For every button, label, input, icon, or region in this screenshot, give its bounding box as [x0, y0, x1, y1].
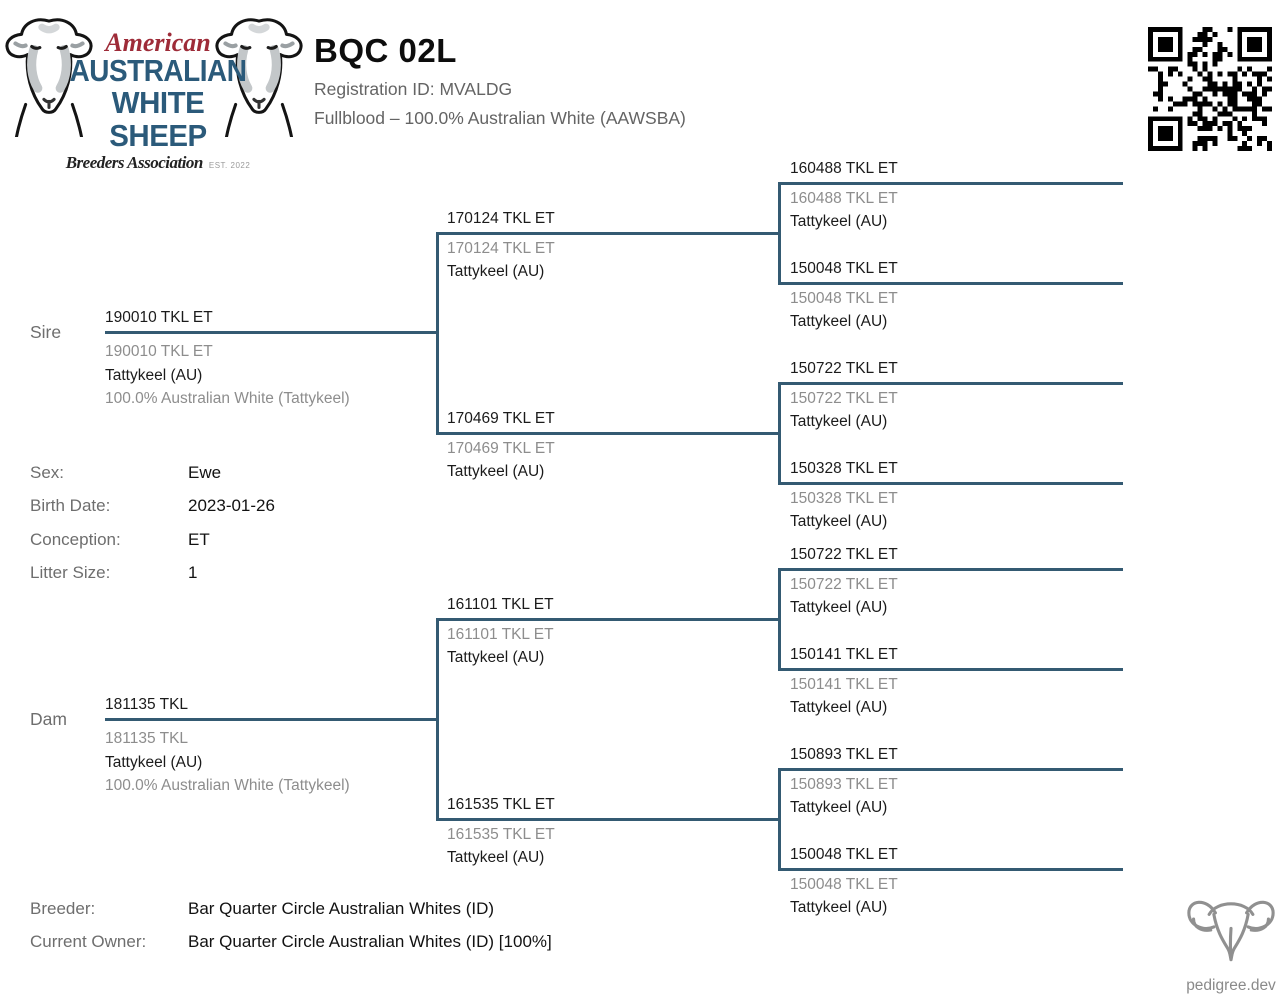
animal-reg: 150048 TKL ET — [790, 290, 898, 307]
breed-purity-line: Fullblood – 100.0% Australian White (AAW… — [314, 108, 686, 128]
animal-info-panel: Sex: Ewe Birth Date: 2023-01-26 Concepti… — [30, 463, 275, 597]
registration-id: Registration ID: MVALDG — [314, 79, 513, 99]
pedigree-branch-line — [781, 768, 1123, 771]
animal-flock: Tattykeel (AU) — [790, 312, 888, 330]
animal-reg: 160488 TKL ET — [790, 190, 898, 207]
animal-reg: 150048 TKL ET — [790, 876, 898, 893]
animal-flock: Tattykeel (AU) — [105, 753, 203, 771]
animal-flock: Tattykeel (AU) — [447, 648, 545, 666]
animal-reg: 150893 TKL ET — [790, 776, 898, 793]
pedigree-branch-line — [105, 718, 438, 721]
pedigree-dev-logo-icon — [1187, 900, 1275, 962]
association-logo-text: American AUSTRALIAN WHITE SHEEP Breeders… — [58, 29, 258, 175]
pedigree-branch-line — [781, 482, 1123, 485]
animal-name: 150722 TKL ET — [790, 546, 898, 563]
animal-flock: Tattykeel (AU) — [790, 212, 888, 230]
logo-word-australian: AUSTRALIAN — [69, 53, 247, 88]
logo-word-american: American — [105, 28, 211, 57]
pedigree-branch-line — [781, 668, 1123, 671]
pedigree-branch-line — [781, 382, 1123, 385]
animal-name: 181135 TKL — [105, 696, 189, 713]
animal-name: 170124 TKL ET — [447, 210, 555, 227]
pedigree-branch-line — [438, 618, 781, 621]
animal-purity: 100.0% Australian White (Tattykeel) — [105, 777, 350, 794]
pedigree-branch-line — [105, 331, 438, 334]
info-value-conception: ET — [188, 529, 210, 549]
info-label-litter-size: Litter Size: — [30, 563, 111, 583]
animal-name: 150048 TKL ET — [790, 260, 898, 277]
animal-reg: 170124 TKL ET — [447, 240, 555, 257]
pedigree-branch-line — [781, 182, 1123, 185]
animal-flock: Tattykeel (AU) — [790, 798, 888, 816]
pedigree-branch-line — [438, 232, 781, 235]
animal-name: 161535 TKL ET — [447, 796, 555, 813]
ownership-panel: Breeder: Bar Quarter Circle Australian W… — [30, 899, 552, 966]
animal-reg: 150722 TKL ET — [790, 576, 898, 593]
animal-name: 150048 TKL ET — [790, 846, 898, 863]
animal-name: 150893 TKL ET — [790, 746, 898, 763]
animal-name: 150141 TKL ET — [790, 646, 898, 663]
dam-label: Dam — [30, 709, 67, 729]
animal-reg: 161101 TKL ET — [447, 626, 554, 643]
pedigree-branch-line — [438, 818, 781, 821]
current-owner-label: Current Owner: — [30, 932, 147, 952]
pedigree-dev-brand: pedigree.dev — [1183, 891, 1279, 995]
animal-flock: Tattykeel (AU) — [790, 512, 888, 530]
animal-reg: 190010 TKL ET — [105, 343, 213, 360]
pedigree-branch-line — [781, 568, 1123, 571]
current-owner-value: Bar Quarter Circle Australian Whites (ID… — [188, 932, 552, 952]
animal-reg: 150722 TKL ET — [790, 390, 898, 407]
info-value-birth-date: 2023-01-26 — [188, 496, 275, 516]
animal-flock: Tattykeel (AU) — [790, 898, 888, 916]
breeder-label: Breeder: — [30, 899, 96, 918]
pedigree-branch-line — [438, 432, 781, 435]
pedigree-dev-label: pedigree.dev — [1186, 977, 1276, 994]
logo-word-white-sheep: WHITE SHEEP — [109, 85, 207, 153]
animal-name: 161101 TKL ET — [447, 596, 554, 613]
sire-label: Sire — [30, 322, 62, 342]
sheep-head-left-icon — [5, 18, 93, 137]
sheep-head-right-icon — [215, 18, 303, 137]
animal-reg: 161535 TKL ET — [447, 826, 555, 843]
breeder-value: Bar Quarter Circle Australian Whites (ID… — [188, 899, 495, 918]
pedigree-branch-line — [781, 282, 1123, 285]
qr-code — [1148, 27, 1272, 151]
animal-reg: 181135 TKL — [105, 730, 189, 747]
animal-name: 160488 TKL ET — [790, 160, 898, 177]
animal-flock: Tattykeel (AU) — [790, 598, 888, 616]
animal-flock: Tattykeel (AU) — [447, 848, 545, 866]
info-value-sex: Ewe — [188, 463, 222, 482]
animal-flock: Tattykeel (AU) — [105, 366, 203, 384]
animal-flock: Tattykeel (AU) — [447, 262, 545, 280]
animal-flock: Tattykeel (AU) — [790, 698, 888, 716]
animal-reg: 150328 TKL ET — [790, 490, 898, 507]
logo-established: EST. 2022 — [208, 161, 251, 170]
info-label-birth-date: Birth Date: — [30, 496, 111, 516]
animal-purity: 100.0% Australian White (Tattykeel) — [105, 390, 350, 407]
animal-name-title: BQC 02L — [314, 32, 457, 69]
info-value-litter-size: 1 — [188, 563, 198, 583]
animal-reg: 170469 TKL ET — [447, 440, 555, 457]
info-label-sex: Sex: — [30, 463, 65, 482]
animal-name: 190010 TKL ET — [105, 309, 213, 326]
animal-flock: Tattykeel (AU) — [447, 462, 545, 480]
association-logo: American AUSTRALIAN WHITE SHEEP Breeders… — [3, 15, 303, 172]
animal-name: 150328 TKL ET — [790, 460, 898, 477]
animal-flock: Tattykeel (AU) — [790, 412, 888, 430]
animal-reg: 150141 TKL ET — [790, 676, 898, 693]
animal-name: 150722 TKL ET — [790, 360, 898, 377]
animal-name: 170469 TKL ET — [447, 410, 555, 427]
animal-header: BQC 02L Registration ID: MVALDG Fullbloo… — [314, 33, 686, 129]
pedigree-branch-line — [781, 868, 1123, 871]
info-label-conception: Conception: — [30, 529, 121, 549]
